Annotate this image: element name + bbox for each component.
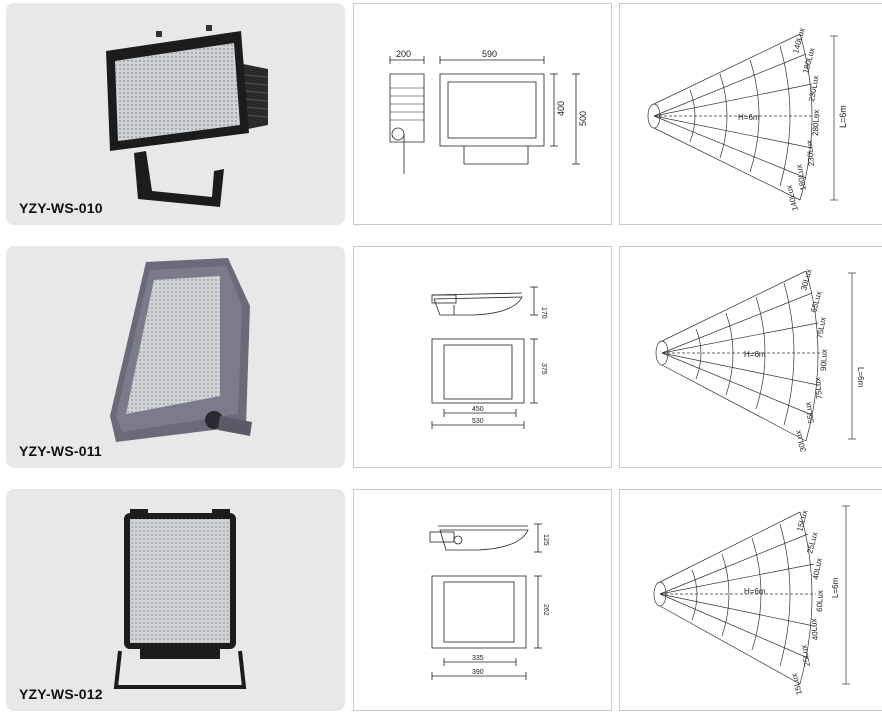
model-name: YZY-WS-010: [19, 200, 103, 216]
lux-bottom-2: 55Lux: [803, 401, 816, 424]
dimension-drawing: 125 262 335 390: [353, 489, 612, 711]
product-row-011: YZY-WS-011 170 375 450 530: [6, 246, 882, 468]
dim-width-inner: 335: [472, 655, 484, 662]
product-photo-card: YZY-WS-011: [6, 246, 345, 468]
dim-width-outer: 530: [472, 418, 484, 425]
beam-diagram-010: H=6m L=6m 140Lux 180Lux 230Lux 280Lux 23…: [647, 27, 848, 212]
lux-top-1: 15Lux: [795, 509, 809, 532]
dimension-drawing-010: 200 590 400 500: [389, 49, 588, 174]
lux-top-4: 280Lux: [811, 110, 821, 137]
dimension-drawing-012: 125 262 335 390: [429, 523, 549, 680]
product-row-012: YZY-WS-012 125 262 335 390: [6, 489, 882, 711]
beam-diagram: H=6m L=6m 15Lux 25Lux 40Lux 60Lux 40Lux …: [619, 489, 882, 711]
dim-width-outer: 390: [472, 669, 484, 676]
lux-top-2: 25Lux: [805, 531, 819, 554]
dim-width: 590: [482, 49, 497, 59]
height-label: H=6m: [738, 113, 760, 122]
lux-bottom-2: 25Lux: [799, 644, 812, 667]
model-name: YZY-WS-012: [19, 686, 103, 702]
lux-bottom-1: 40Lux: [809, 618, 820, 640]
floodlight-011-image: [110, 258, 252, 442]
dim-height-outer: 500: [578, 111, 588, 126]
lux-bottom-1: 75Lux: [813, 377, 824, 399]
dim-depth: 200: [396, 49, 411, 59]
length-label: L=6m: [831, 577, 840, 598]
dim-height: 262: [542, 604, 549, 616]
beam-diagram: H=6m L=6m 30Lux 55Lux 75Lux 90Lux 75Lux …: [619, 246, 882, 468]
lux-top-4: 60Lux: [815, 590, 825, 612]
dimension-drawing: 170 375 450 530: [353, 246, 612, 468]
dim-height: 375: [540, 363, 547, 375]
dim-depth: 170: [540, 307, 547, 319]
product-photo-card: YZY-WS-012: [6, 489, 345, 711]
floodlight-012-image: [113, 509, 247, 689]
lux-top-3: 75Lux: [815, 316, 828, 339]
dimension-drawing-011: 170 375 450 530: [431, 286, 547, 429]
length-label: L=6m: [856, 367, 865, 388]
length-label: L=6m: [838, 105, 848, 128]
lux-bottom-2: 180Lux: [795, 164, 808, 191]
lux-top-3: 230Lux: [807, 75, 820, 102]
floodlight-010-image: [106, 25, 269, 207]
lux-top-3: 40Lux: [811, 557, 824, 580]
product-row-010: YZY-WS-010 200 590 400 500: [6, 3, 882, 225]
height-label: H=6m: [744, 587, 766, 596]
lux-bottom-1: 230Lux: [805, 140, 816, 167]
beam-diagram-011: H=6m L=6m 30Lux 55Lux 75Lux 90Lux 75Lux …: [655, 268, 865, 453]
beam-diagram-012: H=6m L=6m 15Lux 25Lux 40Lux 60Lux 40Lux …: [653, 505, 850, 696]
product-photo-card: YZY-WS-010: [6, 3, 345, 225]
dim-height-inner: 400: [556, 101, 566, 116]
height-label: H=6m: [744, 350, 766, 359]
dim-depth: 125: [542, 534, 549, 546]
lux-top-1: 30Lux: [799, 268, 813, 291]
beam-diagram: H=6m L=6m 140Lux 180Lux 230Lux 280Lux 23…: [619, 3, 882, 225]
dimension-drawing: 200 590 400 500: [353, 3, 612, 225]
dim-width-inner: 450: [472, 406, 484, 413]
lux-top-2: 180Lux: [801, 47, 816, 75]
model-name: YZY-WS-011: [19, 443, 102, 459]
lux-top-4: 90Lux: [819, 349, 829, 371]
